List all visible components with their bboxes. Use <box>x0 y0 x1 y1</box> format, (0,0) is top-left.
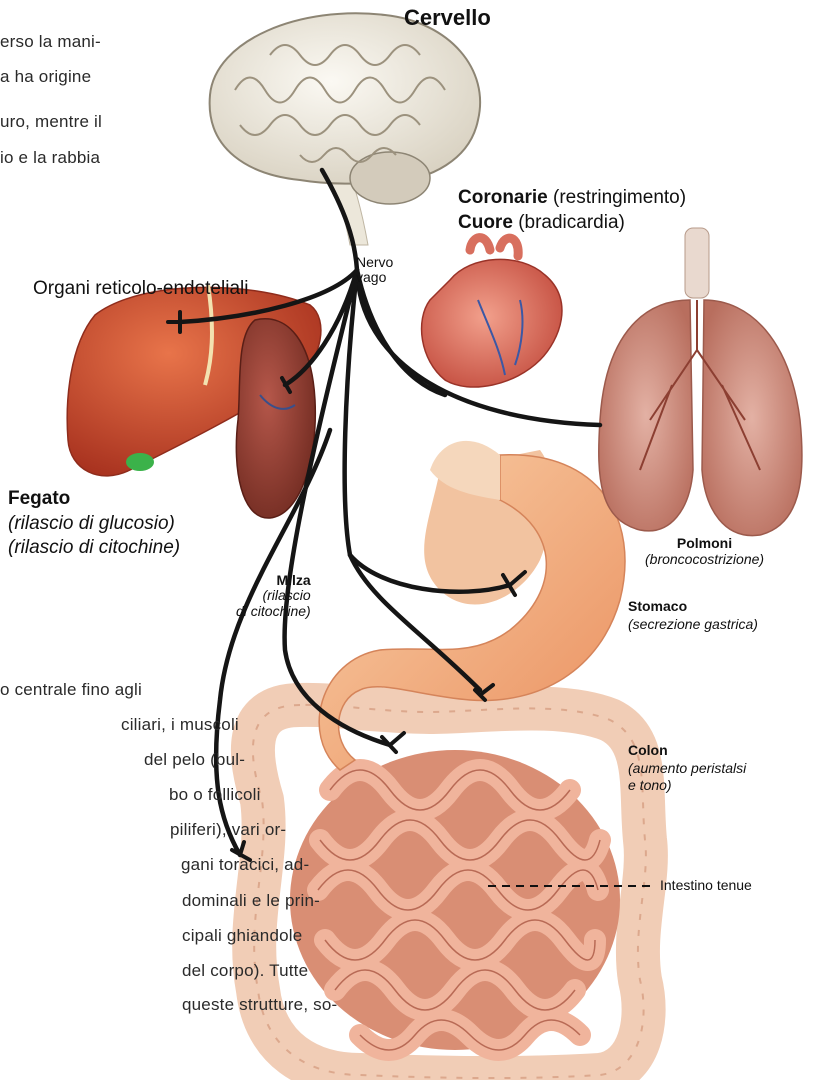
spleen-note-2: di citochine) <box>236 603 311 619</box>
body-line: bo o follicoli <box>169 785 261 805</box>
body-line: queste strutture, so- <box>182 995 337 1015</box>
colon-name: Colon <box>628 742 668 758</box>
stomach-label: Stomaco (secrezione gastrica) <box>628 597 758 633</box>
heart-name: Cuore <box>458 212 513 233</box>
lungs-illustration <box>599 228 802 536</box>
heart-label: Cuore (bradicardia) <box>458 212 625 234</box>
heart-illustration <box>422 238 562 387</box>
colon-label: Colon (aumento peristalsi e tono) <box>628 742 746 795</box>
body-line: dominali e le prin- <box>182 891 320 911</box>
lungs-name: Polmoni <box>677 535 732 551</box>
body-line: o centrale fino agli <box>0 680 142 700</box>
spleen-name: Milza <box>276 572 310 588</box>
vagus-nerve-line2: vago <box>356 269 386 285</box>
body-line: gani toracici, ad- <box>181 855 309 875</box>
coronary-note: (restringimento) <box>553 187 686 208</box>
liver-note-cytokines: (rilascio di citochine) <box>8 537 180 558</box>
stomach-name: Stomaco <box>628 598 687 614</box>
spleen-label: Milza (rilascio di citochine) <box>236 573 311 619</box>
colon-note-2: e tono) <box>628 777 672 793</box>
heart-note: (bradicardia) <box>518 212 625 233</box>
body-line: uro, mentre il <box>0 112 102 132</box>
colon-note-1: (aumento peristalsi <box>628 760 746 776</box>
body-line: piliferi), vari or- <box>170 820 286 840</box>
body-line: del pelo (bul- <box>144 750 245 770</box>
small-intestine-illustration <box>290 750 620 1050</box>
brain-illustration <box>210 13 481 245</box>
small-intestine-label: Intestino tenue <box>660 877 752 893</box>
lungs-label: Polmoni (broncocostrizione) <box>645 535 764 567</box>
stomach-note: (secrezione gastrica) <box>628 616 758 632</box>
body-line: del corpo). Tutte <box>182 961 308 981</box>
brain-label: Cervello <box>404 5 491 30</box>
body-line: a ha origine <box>0 67 91 87</box>
liver-name: Fegato <box>8 488 70 509</box>
body-line: ciliari, i muscoli <box>121 715 239 735</box>
liver-label: Fegato (rilascio di glucosio) (rilascio … <box>8 487 180 561</box>
vagus-nerve-line1: Nervo <box>356 254 393 270</box>
vagus-nerve-label: Nervo vago <box>356 255 393 286</box>
lungs-note: (broncocostrizione) <box>645 551 764 567</box>
coronary-name: Coronarie <box>458 187 548 208</box>
body-line: erso la mani- <box>0 32 101 52</box>
body-line: cipali ghiandole <box>182 926 302 946</box>
reticuloendothelial-label: Organi reticolo-endoteliali <box>33 278 248 300</box>
body-line: io e la rabbia <box>0 148 100 168</box>
spleen-note-1: (rilascio <box>248 587 310 603</box>
coronary-label: Coronarie (restringimento) <box>458 187 686 209</box>
liver-note-glucose: (rilascio di glucosio) <box>8 513 175 534</box>
